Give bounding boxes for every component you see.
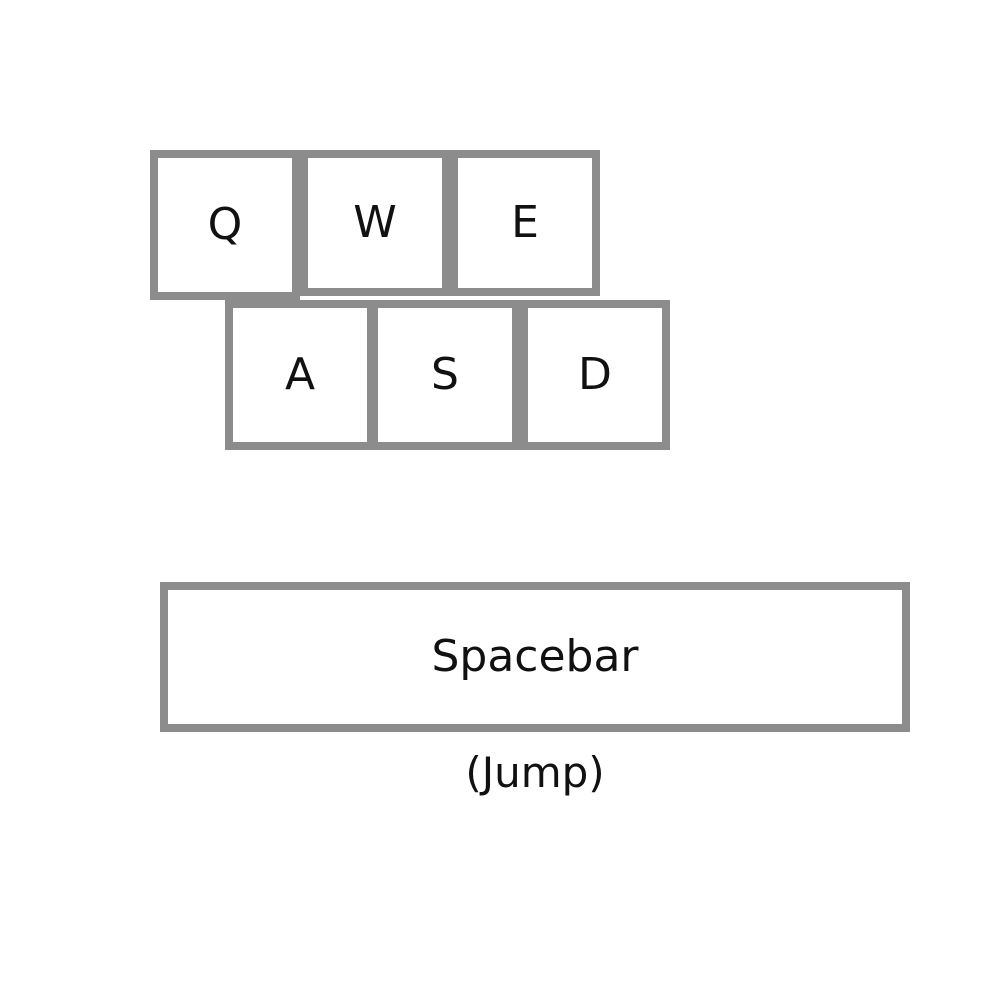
key-a: A <box>225 300 375 450</box>
key-q-label: Q <box>207 199 243 250</box>
key-w-label: W <box>353 197 397 248</box>
key-s-label: S <box>431 349 459 400</box>
key-d: D <box>520 300 670 450</box>
key-spacebar-label: Spacebar <box>431 631 639 682</box>
key-d-label: D <box>578 349 612 400</box>
key-spacebar: Spacebar <box>160 582 910 732</box>
key-s: S <box>370 300 520 450</box>
key-e-label: E <box>511 197 539 248</box>
key-e: E <box>450 150 600 296</box>
spacebar-caption: (Jump) <box>465 748 605 797</box>
key-w: W <box>300 150 450 296</box>
key-q: Q <box>150 150 300 300</box>
key-a-label: A <box>284 349 316 400</box>
